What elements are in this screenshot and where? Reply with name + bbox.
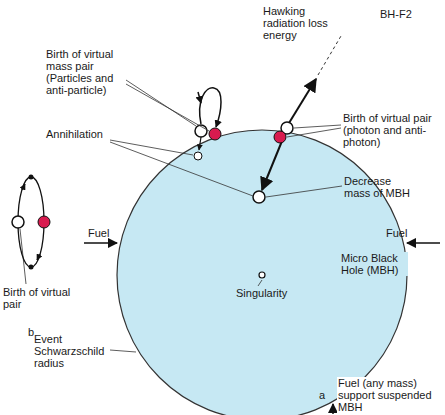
note-label: Birth of virtual pair (photon and anti-p…: [343, 112, 437, 148]
note-label: Annihilation: [46, 128, 103, 140]
leader-line: [266, 186, 342, 197]
anti-particle: [209, 128, 221, 140]
pair-point: [29, 265, 34, 270]
leader-line: [110, 350, 136, 352]
figure-id: BH-F2: [380, 8, 412, 20]
leader-line: [126, 84, 209, 131]
hawking-radiation-path: [318, 36, 341, 75]
loop-arrow: [37, 254, 40, 260]
figure-letter: a: [319, 389, 325, 401]
fuel-arrow: [407, 242, 440, 244]
fuel-label: Fuel: [386, 227, 407, 239]
fuel-arrow: [332, 404, 334, 414]
fuel-arrow: [84, 242, 117, 244]
part-name: Micro Black Hole (MBH): [340, 252, 408, 276]
virtual-pair-loop: [200, 88, 221, 127]
infalling-photon: [262, 141, 282, 190]
leader-line: [294, 125, 341, 128]
anti-particle: [38, 216, 50, 228]
part-name: Event Schwarzschild radius: [34, 333, 110, 369]
note-label: Birth of virtual mass pair (Particles an…: [46, 48, 128, 96]
leader-line: [110, 140, 193, 155]
figure-letter: b: [28, 326, 34, 338]
loop-arrow: [22, 184, 25, 190]
particle: [12, 216, 24, 228]
infall-arrow: [199, 137, 201, 150]
loop-arrow: [198, 92, 201, 103]
note-label: Fuel (any mass) support suspended MBH: [337, 377, 443, 413]
note-label: Hawking radiation loss energy: [263, 5, 329, 41]
anti-photon: [274, 131, 286, 143]
note-label: Decrease mass of MBH: [344, 175, 418, 199]
fuel-label: Fuel: [88, 227, 109, 239]
leader-line: [258, 280, 262, 286]
note-label: Birth of virtual pair: [3, 286, 83, 310]
escaping-photon: [289, 79, 316, 123]
leader-line: [287, 128, 341, 137]
annihilation-point: [194, 152, 202, 160]
pair-point: [29, 175, 34, 180]
singularity-dot: [259, 272, 265, 278]
leader-line: [126, 80, 196, 126]
event-horizon: [117, 130, 407, 415]
leader-line: [110, 142, 253, 196]
mass-decrease-point: [253, 191, 265, 203]
part-name: Singularity: [236, 287, 287, 299]
